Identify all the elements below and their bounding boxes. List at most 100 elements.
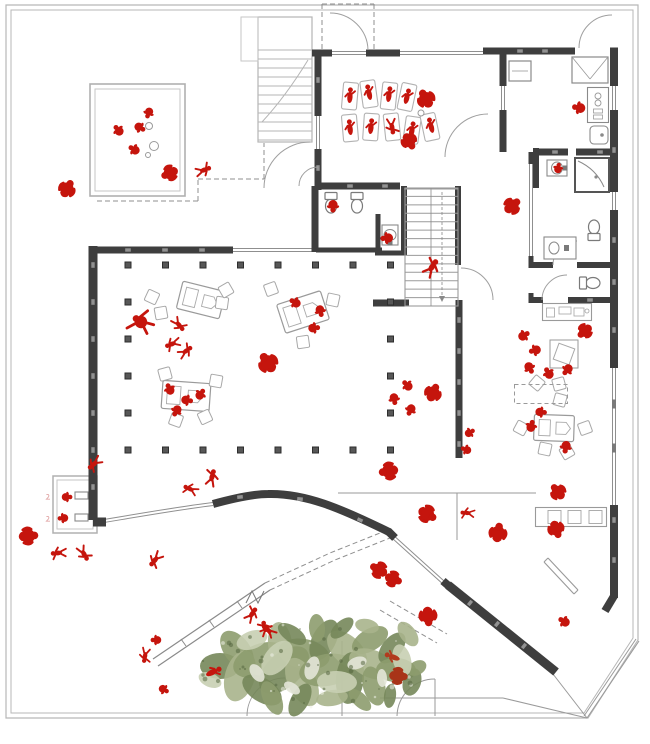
tree-speckle — [258, 658, 264, 664]
shower-drain — [594, 175, 598, 179]
exterior-stair-landing — [240, 16, 259, 62]
terrace-dashed-line — [389, 600, 448, 635]
desk-monitor — [558, 306, 572, 315]
tree-speckle — [325, 670, 331, 676]
structural-column — [274, 446, 282, 454]
tree-speckle — [339, 659, 343, 663]
structural-column — [349, 261, 357, 269]
chair-item — [552, 392, 568, 408]
corner-item — [571, 56, 609, 84]
toilet-tank — [324, 191, 338, 201]
ramp-rung — [208, 619, 215, 628]
tree-speckle — [361, 682, 363, 684]
wall-joint-tick — [597, 150, 603, 154]
wall-joint-tick — [91, 373, 95, 379]
person-figure-walk — [144, 548, 167, 571]
wall-joint-tick — [612, 279, 616, 285]
structural-column — [124, 335, 132, 343]
tree-speckle — [389, 684, 395, 690]
table-marker — [555, 421, 572, 435]
chair-seat — [208, 373, 224, 389]
tree-speckle — [365, 680, 367, 682]
wash-tap — [564, 245, 569, 251]
chair-item — [208, 373, 224, 389]
person-figure-sit — [150, 634, 162, 646]
tree-foliage-blob — [383, 684, 397, 708]
desk-cup — [584, 308, 590, 314]
table-inset — [282, 303, 302, 328]
chair-item — [153, 305, 169, 321]
structural-column — [387, 372, 394, 380]
table-item — [533, 413, 575, 443]
tree-speckle — [322, 637, 326, 641]
person-figure-walk — [459, 506, 476, 520]
chair-seat — [197, 409, 213, 425]
wall-joint-tick — [382, 184, 388, 188]
table-inset — [181, 286, 200, 309]
stair-walkline-arrow — [439, 296, 445, 302]
wall-joint-tick — [91, 410, 95, 416]
door-swing-arc — [263, 141, 311, 189]
tree-speckle — [407, 680, 413, 686]
structural-column — [387, 298, 394, 306]
wall-joint-tick — [612, 517, 616, 523]
wall-joint-tick — [347, 184, 353, 188]
chair-seat — [537, 441, 553, 457]
tree-speckle — [269, 689, 273, 693]
person-figure-big — [414, 501, 442, 528]
toy-item — [145, 152, 151, 158]
annotation-mark — [45, 493, 50, 500]
chair-seat — [144, 289, 160, 305]
toy-item — [417, 109, 425, 117]
tree-speckle — [278, 648, 284, 654]
tree-speckle — [352, 704, 354, 706]
chair-seat — [295, 334, 311, 350]
wall-joint-tick — [91, 262, 95, 268]
ramp-break-symbol — [245, 589, 265, 605]
wall-joint-tick — [612, 327, 616, 333]
person-figure-big — [412, 84, 439, 112]
chair-item — [157, 366, 173, 382]
chair-seat — [263, 281, 279, 297]
tree-speckle — [221, 641, 225, 645]
person-figure-sit — [156, 682, 172, 698]
toy-item — [149, 141, 159, 151]
tree-speckle — [378, 688, 380, 690]
tree-foliage-blob — [351, 626, 389, 654]
dashedrect-item — [514, 384, 568, 404]
structural-column — [237, 261, 244, 269]
chair-seat — [325, 292, 341, 308]
sandbox-inner — [94, 88, 181, 192]
mullion-tick — [612, 443, 616, 453]
rug-inner — [552, 342, 576, 366]
person-figure-walk — [168, 314, 190, 336]
chair-item — [577, 420, 593, 436]
toilet-bowl — [350, 198, 364, 214]
chair-item — [214, 295, 230, 311]
wall-joint-tick — [612, 237, 616, 243]
site-boundary-inner — [10, 9, 634, 714]
tree-speckle — [303, 702, 305, 704]
person-figure-big — [18, 525, 41, 547]
tree-speckle — [280, 686, 286, 692]
structural-column — [124, 409, 132, 417]
tree-speckle — [260, 655, 264, 659]
ramp-rung — [236, 600, 243, 609]
ksink-item — [589, 125, 609, 145]
toilet-tank — [587, 232, 601, 242]
person-figure-big — [487, 519, 510, 544]
shower-curtain — [577, 160, 605, 188]
tree-speckle — [353, 646, 359, 652]
structural-column — [387, 409, 394, 417]
person-figure-sit — [462, 424, 478, 440]
drinking-fountain — [74, 513, 89, 522]
tree-canopy — [198, 614, 427, 717]
chair-seat — [577, 420, 593, 436]
lobby-item — [338, 188, 536, 540]
chair-item — [263, 281, 279, 297]
person-figure-walk — [162, 335, 183, 353]
terrace-edge-line — [583, 638, 637, 717]
person-figure-reach — [124, 304, 160, 341]
structural-column — [162, 261, 169, 269]
